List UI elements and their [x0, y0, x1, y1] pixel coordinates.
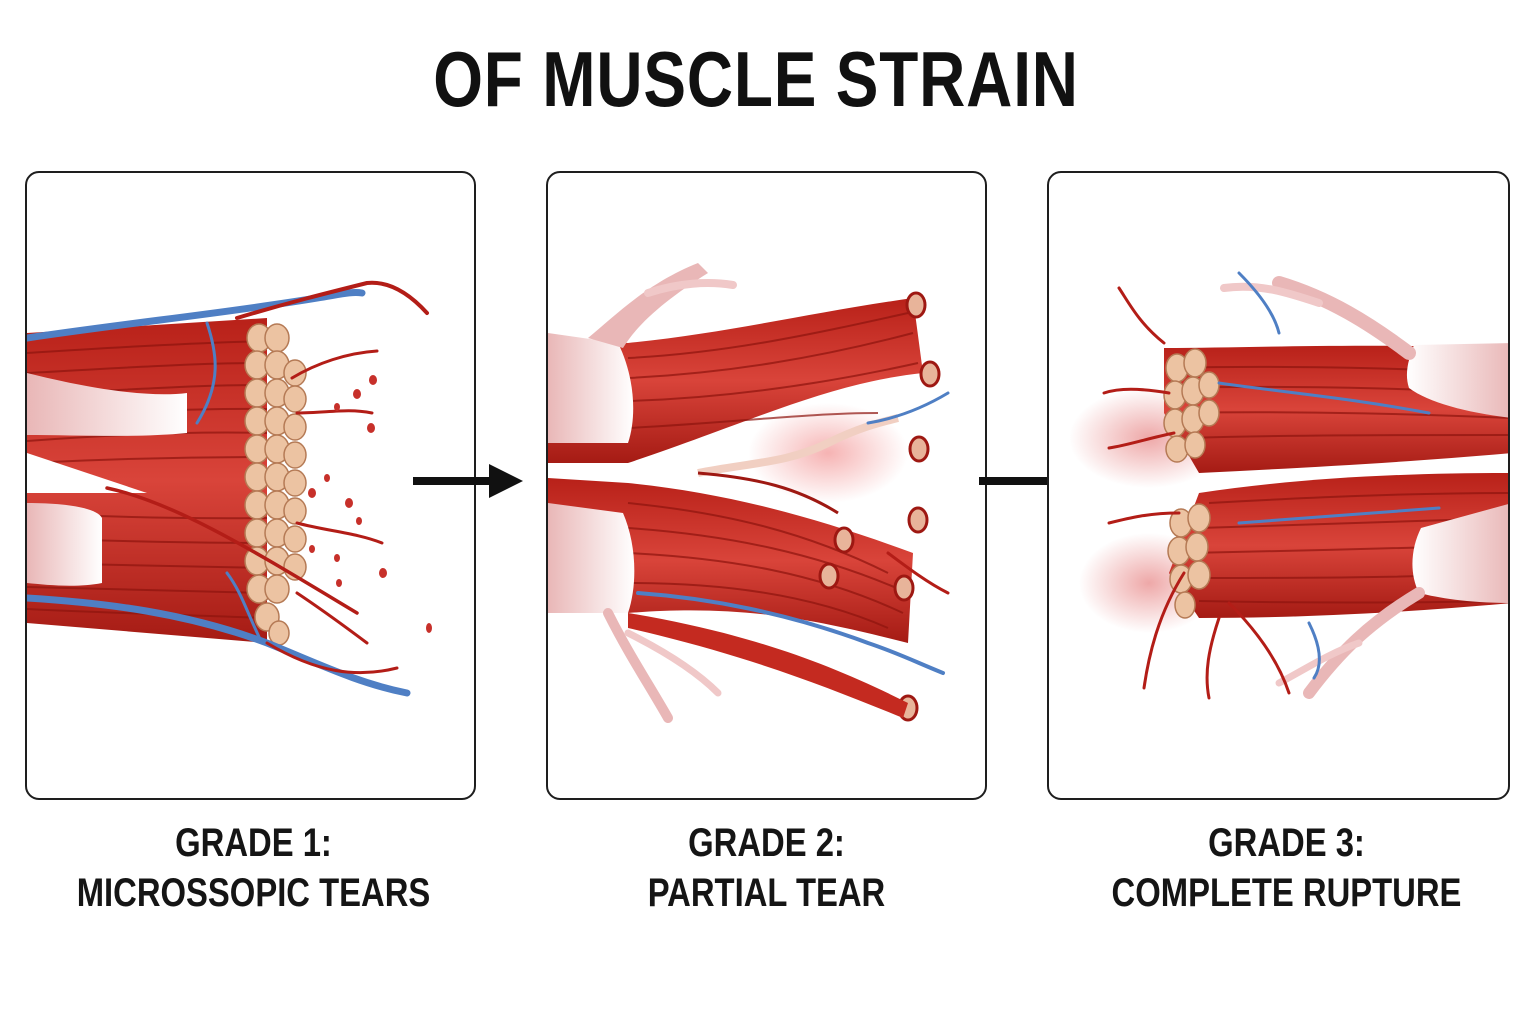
right-arrow-icon — [413, 464, 523, 498]
grade-1-panel — [25, 171, 476, 800]
grade-2-description: PARTIAL TEAR — [647, 871, 886, 915]
grade-3-caption: GRADE 3: COMPLETE RUPTURE — [1097, 818, 1477, 918]
grade-3-label: GRADE 3: — [1208, 821, 1365, 865]
grade-3-panel — [1047, 171, 1510, 800]
grade-3-illustration — [1069, 271, 1508, 700]
grade-2-label: GRADE 2: — [688, 821, 845, 865]
grade-2-illustration — [548, 263, 950, 723]
grade-1-illustration — [27, 280, 432, 697]
grade-3-description: COMPLETE RUPTURE — [1111, 871, 1462, 915]
grade-1-label: GRADE 1: — [175, 821, 332, 865]
grade-2-caption: GRADE 2: PARTIAL TEAR — [586, 818, 948, 918]
diagram-title: OF MUSCLE STRAIN — [433, 35, 1079, 123]
grade-1-description: MICROSSOPIC TEARS — [76, 871, 431, 915]
grade-1-caption: GRADE 1: MICROSSOPIC TEARS — [69, 818, 439, 918]
grade-2-panel — [546, 171, 987, 800]
